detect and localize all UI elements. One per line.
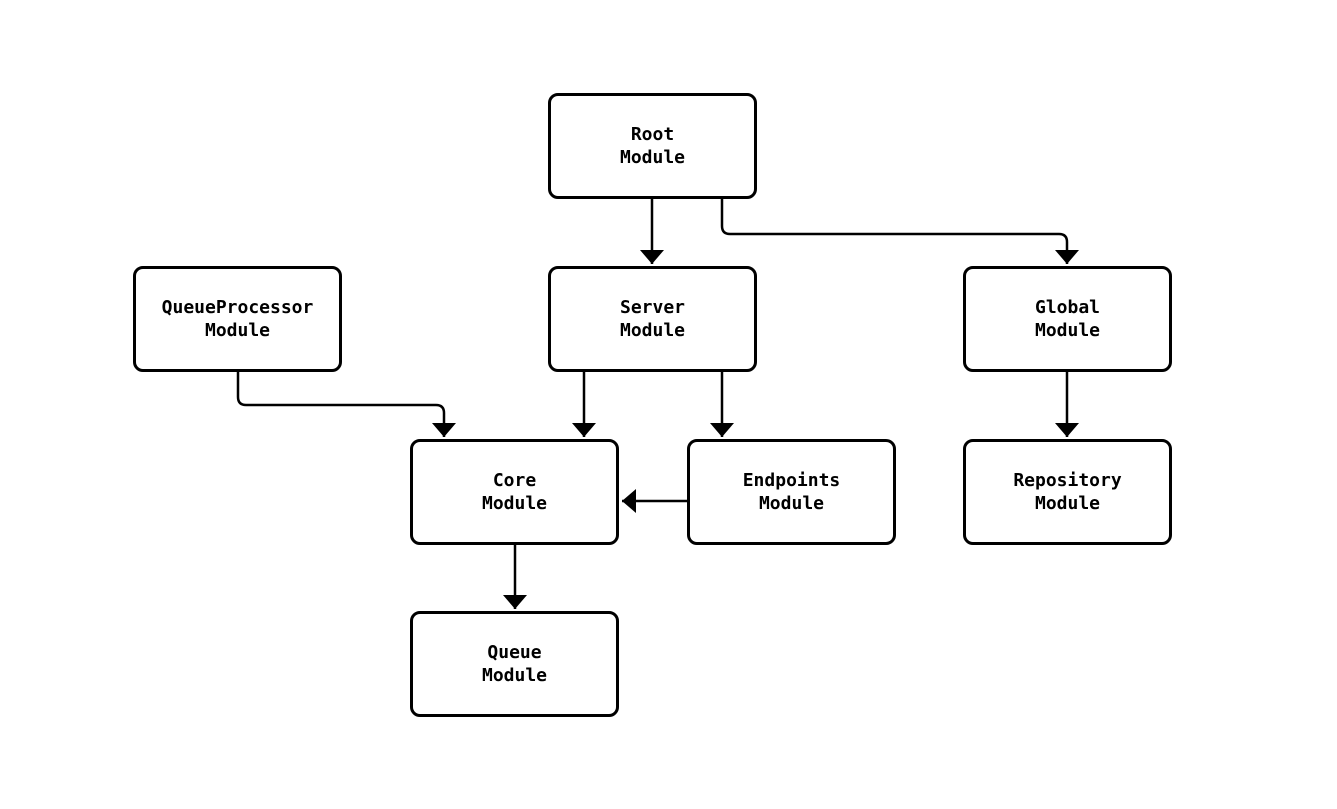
edge-queueprocessor-to-core	[236, 372, 456, 437]
node-label-repository: Repository Module	[1013, 470, 1122, 514]
node-queueprocessor-module: QueueProcessor Module	[133, 266, 342, 372]
node-queue-module: Queue Module	[410, 611, 619, 717]
node-label-global: Global Module	[1034, 297, 1101, 341]
node-root-module: Root Module	[548, 93, 757, 199]
edge-root-to-global	[720, 199, 1079, 264]
node-label-root: Root Module	[619, 124, 686, 168]
node-core-module: Core Module	[410, 439, 619, 545]
edges-group	[236, 199, 1079, 609]
node-label-queueprocessor: QueueProcessor Module	[161, 297, 314, 341]
node-global-module: Global Module	[963, 266, 1172, 372]
node-server-module: Server Module	[548, 266, 757, 372]
node-endpoints-module: Endpoints Module	[687, 439, 896, 545]
node-label-server: Server Module	[619, 297, 686, 341]
node-repository-module: Repository Module	[963, 439, 1172, 545]
node-label-endpoints: Endpoints Module	[742, 470, 841, 514]
node-label-queue: Queue Module	[481, 642, 548, 686]
node-label-core: Core Module	[481, 470, 548, 514]
